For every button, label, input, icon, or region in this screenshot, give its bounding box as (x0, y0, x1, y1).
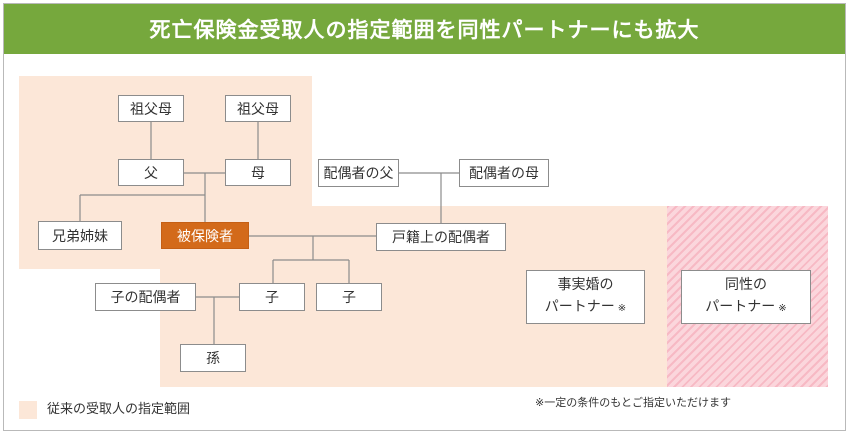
child-node: 子 (316, 283, 382, 311)
node-label: 配偶者の母 (469, 166, 539, 182)
node-label: 配偶者の父 (323, 166, 394, 182)
legend-label: 従来の受取人の指定範囲 (47, 402, 191, 417)
node-label: 子 (342, 290, 356, 306)
spouse-mother-node: 配偶者の母 (459, 159, 549, 187)
node-label: 被保険者 (177, 228, 233, 245)
node-label: 子 (265, 290, 279, 306)
grandparent-maternal-node: 祖父母 (225, 95, 291, 122)
node-label-line1: 事実婚の (557, 277, 614, 293)
child-spouse-node: 子の配偶者 (95, 283, 196, 311)
legal-spouse-node: 戸籍上の配偶者 (376, 223, 506, 251)
grandchild-node: 孫 (180, 344, 246, 372)
insured-person-node: 被保険者 (161, 222, 249, 249)
node-label-line2: パートナー (705, 299, 776, 315)
condition-note-mark: ※ (617, 303, 627, 314)
node-label-line2-wrap: パートナー※ (705, 296, 786, 320)
node-label: 子の配偶者 (110, 290, 181, 306)
same-sex-partner-node: 同性の パートナー※ (681, 270, 811, 324)
node-label: 兄弟姉妹 (52, 228, 108, 245)
node-label: 戸籍上の配偶者 (392, 230, 490, 246)
diagram-title: 死亡保険金受取人の指定範囲を同性パートナーにも拡大 (4, 4, 845, 54)
condition-note-mark: ※ (778, 303, 787, 314)
father-node: 父 (118, 159, 184, 186)
mother-node: 母 (225, 159, 291, 186)
common-law-partner-node: 事実婚の パートナー※ (526, 270, 645, 324)
legend-swatch (19, 401, 37, 419)
siblings-node: 兄弟姉妹 (38, 221, 122, 250)
diagram-frame (3, 3, 846, 431)
footnote: ※一定の条件のもとご指定いただけます (535, 396, 731, 409)
node-label: 祖父母 (130, 101, 172, 118)
node-label-line1: 同性の (725, 277, 767, 293)
node-label: 祖父母 (237, 101, 279, 118)
node-label-line2-wrap: パートナー※ (545, 296, 626, 320)
grandparent-paternal-node: 祖父母 (118, 95, 184, 122)
node-label: 父 (144, 165, 158, 182)
child-node: 子 (239, 283, 305, 311)
node-label: 母 (251, 165, 265, 182)
node-label-line2: パートナー (544, 299, 615, 315)
spouse-father-node: 配偶者の父 (318, 159, 399, 187)
node-label: 孫 (206, 351, 220, 367)
